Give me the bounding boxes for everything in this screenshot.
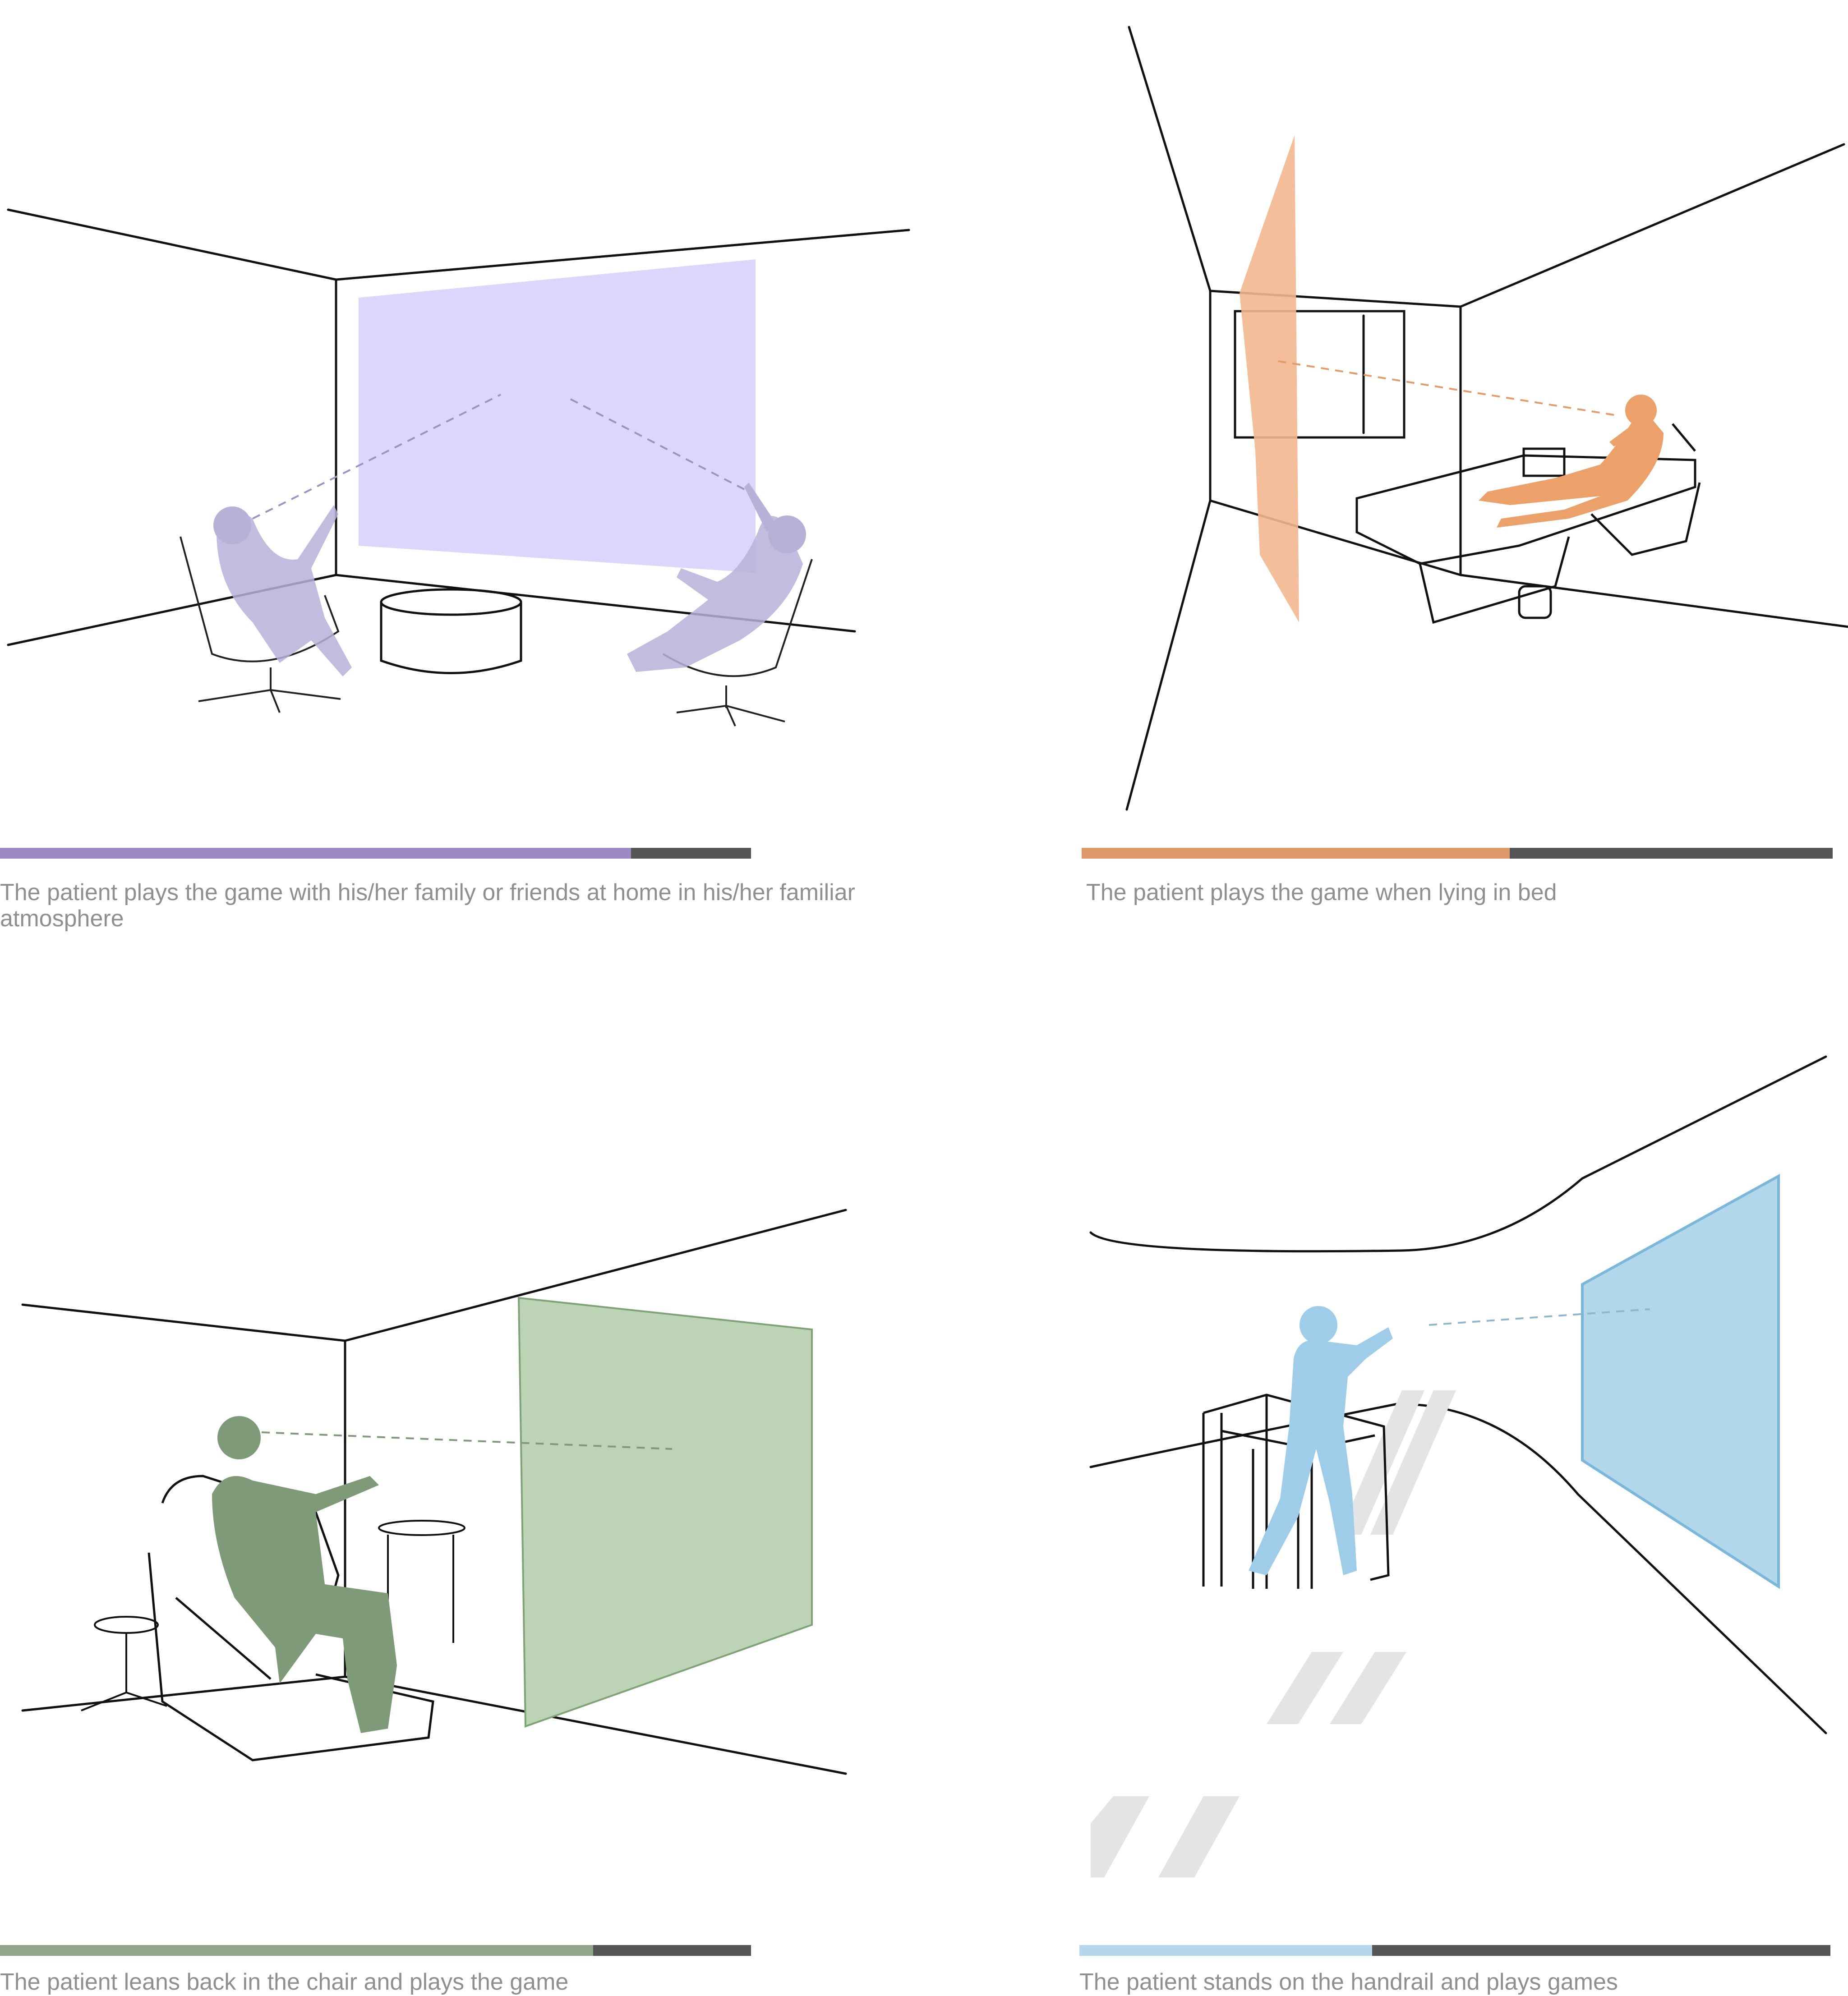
progress-bar	[0, 1945, 751, 1956]
hospital-bed-scene-icon	[924, 0, 1848, 812]
scenario-panel-home: The patient plays the game with his/her …	[0, 0, 924, 947]
progress-bar-fill	[1079, 1945, 1373, 1956]
standing-patient	[1249, 1306, 1393, 1575]
scenario-caption: The patient plays the game with his/her …	[0, 879, 855, 932]
seated-patient	[212, 1416, 397, 1733]
right-seated-player	[627, 483, 812, 726]
left-seated-player	[180, 505, 352, 713]
progress-bar-fill	[0, 848, 631, 859]
progress-bar	[0, 848, 751, 859]
progress-bar-fill	[0, 1945, 594, 1956]
projection-screen	[1240, 135, 1299, 622]
scenario-caption: The patient leans back in the chair and …	[0, 1969, 569, 1995]
projection-screen	[1581, 1173, 1780, 1589]
reclining-patient	[1479, 395, 1664, 528]
recliner-chair-scene-icon	[0, 998, 924, 1900]
progress-bar	[1079, 1945, 1830, 1956]
scenario-caption: The patient plays the game when lying in…	[1086, 879, 1557, 906]
progress-bar	[1082, 848, 1833, 859]
projection-screen	[359, 259, 756, 573]
scenario-caption: The patient stands on the handrail and p…	[1079, 1969, 1618, 1995]
progress-bar-fill	[1082, 848, 1510, 859]
home-living-room-scene-icon	[0, 0, 924, 812]
handrail-corridor-scene-icon	[924, 998, 1848, 1877]
scenario-panel-bed: The patient plays the game when lying in…	[924, 0, 1848, 947]
scenario-panel-chair: The patient leans back in the chair and …	[0, 998, 924, 1996]
scenario-panel-handrail: The patient stands on the handrail and p…	[924, 998, 1848, 1996]
projection-screen	[517, 1297, 813, 1728]
